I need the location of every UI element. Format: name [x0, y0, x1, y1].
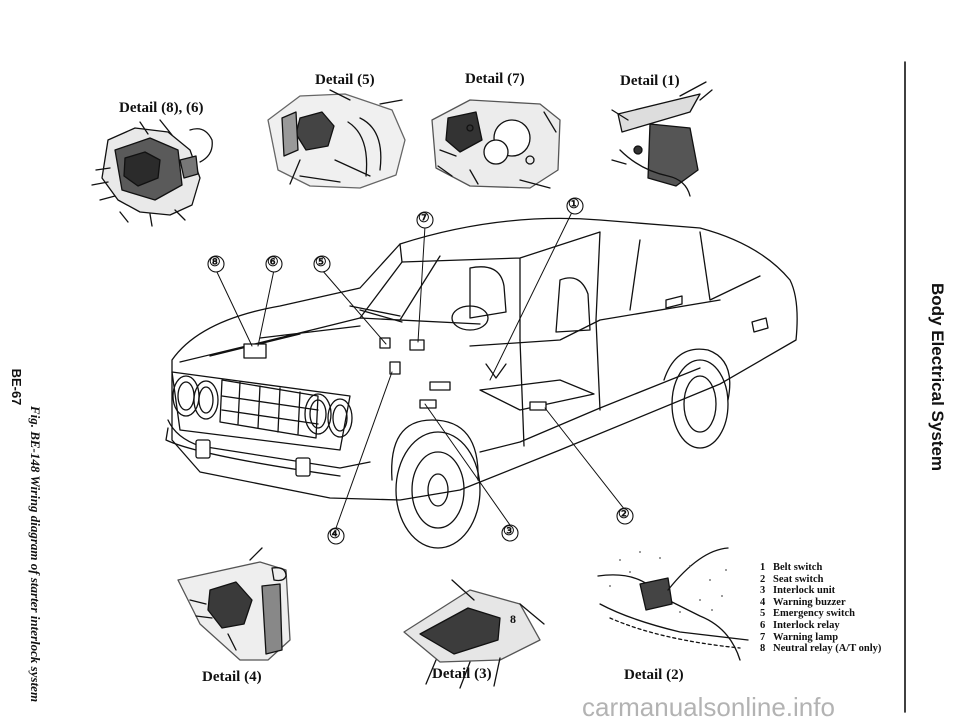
legend-item: 5 Emergency switch — [760, 608, 881, 620]
callout-6: ⑥ — [267, 254, 279, 269]
detail-3-sketch — [403, 579, 545, 689]
legend-item: 1 Belt switch — [760, 562, 881, 574]
callout-3: ③ — [503, 523, 515, 538]
legend-text: Interlock relay — [773, 619, 840, 631]
section-title: Body Electrical System — [928, 282, 947, 472]
callout-4: ④ — [329, 526, 341, 541]
legend-number: 2 — [760, 573, 766, 585]
car-outline — [165, 217, 798, 549]
legend-number: 1 — [760, 562, 766, 573]
legend-item: 4 Warning buzzer — [760, 597, 881, 609]
detail-86-label: Detail (8), (6) — [119, 100, 204, 116]
detail-5-sketch — [267, 89, 406, 189]
detail-7-sketch — [431, 99, 561, 189]
callout-circles — [207, 197, 634, 545]
callout-8: ⑧ — [209, 254, 221, 269]
legend-text: Warning lamp — [773, 631, 839, 643]
legend-number: 8 — [760, 643, 766, 655]
detail-4-sketch — [177, 547, 291, 661]
detail-3-label: Detail (3) — [432, 666, 492, 682]
legend-text: Emergency switch — [773, 608, 855, 620]
legend-item: 7 Warning lamp — [760, 632, 881, 644]
legend-number: 4 — [760, 596, 766, 608]
legend-text: Neutral relay (A/T only) — [773, 643, 882, 655]
legend-item: 2 Seat switch — [760, 574, 881, 586]
component-boxes — [243, 337, 547, 411]
detail-4-label: Detail (4) — [202, 669, 262, 685]
leader-lines — [215, 205, 626, 529]
detail-5-label: Detail (5) — [315, 72, 375, 88]
detail-2-label: Detail (2) — [624, 667, 684, 683]
page-number: BE-67 — [9, 368, 24, 406]
legend-number: 7 — [760, 631, 766, 643]
callout-2: ② — [618, 506, 630, 521]
legend-text: Interlock unit — [773, 585, 836, 597]
legend-text: Belt switch — [773, 562, 823, 573]
detail-3-tag: 8 — [510, 612, 516, 626]
detail-2-sketch — [597, 547, 749, 661]
legend-text: Warning buzzer — [773, 596, 846, 608]
legend-item: 6 Interlock relay — [760, 620, 881, 632]
callout-1: ① — [568, 196, 580, 211]
callout-7: ⑦ — [418, 210, 430, 225]
legend-number: 6 — [760, 619, 766, 631]
detail-86-sketch — [91, 119, 213, 227]
legend-item: 3 Interlock unit — [760, 585, 881, 597]
detail-1-label: Detail (1) — [620, 73, 680, 89]
legend-item: 8 Neutral relay (A/T only) — [760, 643, 881, 655]
legend-text: Seat switch — [773, 573, 824, 585]
figure-caption: Fig. BE-148 Wiring diagram of starter in… — [28, 405, 43, 703]
watermark: carmanualsonline.info — [582, 692, 835, 722]
callout-5: ⑤ — [315, 254, 327, 269]
legend-number: 5 — [760, 608, 766, 620]
legend-number: 3 — [760, 585, 766, 597]
detail-1-sketch — [611, 81, 713, 197]
detail-7-label: Detail (7) — [465, 71, 525, 87]
